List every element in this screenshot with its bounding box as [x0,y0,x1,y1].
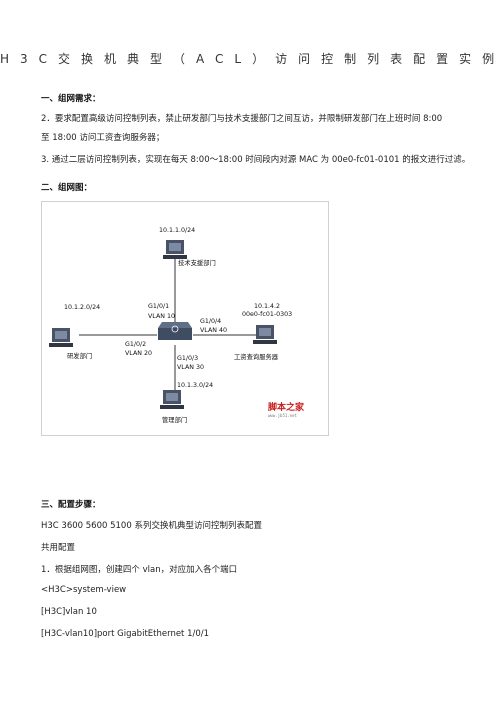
steps-line-1: H3C 3600 5600 5100 系列交换机典型访问控制列表配置 [41,521,262,531]
port-g103-label: G1/0/3 [177,355,198,362]
port-g104-label: G1/0/4 [200,318,221,325]
section-heading-requirements: 一、组网需求： [41,94,101,104]
rd-dept-label: 研发部门 [67,351,92,360]
requirement-2-line-2: 至 18:00 访问工资查询服务器； [41,133,165,143]
rd-network-label: 10.1.2.0/24 [64,304,100,311]
port-g101-label: G1/0/1 [148,303,169,310]
server-name-label: 工资查询服务器 [234,352,279,361]
tech-network-label: 10.1.1.0/24 [159,227,195,234]
command-3: [H3C-vlan10]port GigabitEthernet 1/0/1 [41,629,210,639]
watermark-logo: 脚本之家 [268,401,305,413]
vlan-40-label: VLAN 40 [200,327,227,334]
port-g102-label: G1/0/2 [125,341,146,348]
tech-dept-label: 技术支援部门 [178,258,216,267]
switch-icon [158,322,192,340]
watermark-url: www.jb51.net [268,413,297,418]
rd-pc-icon [49,328,73,347]
section-heading-steps: 三、配置步骤： [41,500,101,510]
mgmt-dept-label: 管理部门 [162,415,187,424]
steps-line-3: 1．根据组网图，创建四个 vlan，对应加入各个端口 [41,565,238,575]
tech-pc-icon [163,240,187,259]
command-1: <H3C>system-view [41,585,127,595]
requirement-3: 3. 通过二层访问控制列表，实现在每天 8:00～18:00 时间段内对源 MA… [41,155,471,165]
requirement-2-line-1: 2．要求配置高级访问控制列表，禁止研发部门与技术支援部门之间互访，并限制研发部门… [41,114,443,124]
section-heading-diagram: 二、组网图： [41,183,93,193]
server-mac-label: 00e0-fc01-0303 [242,311,292,318]
mgmt-network-label: 10.1.3.0/24 [177,382,213,389]
network-diagram: 10.1.1.0/24 技术支援部门 10.1.2.0/24 研发部门 10.1… [41,201,329,436]
vlan-20-label: VLAN 20 [125,350,152,357]
steps-line-2: 共用配置 [41,543,76,553]
mgmt-pc-icon [160,390,184,409]
command-2: [H3C]vlan 10 [41,607,97,617]
vlan-30-label: VLAN 30 [177,364,204,371]
page-title: H3C交换机典型（ACL）访问控制列表配置实例 [0,52,496,66]
server-pc-icon [253,325,277,344]
vlan-10-label: VLAN 10 [148,313,175,320]
server-ip-label: 10.1.4.2 [254,303,280,310]
